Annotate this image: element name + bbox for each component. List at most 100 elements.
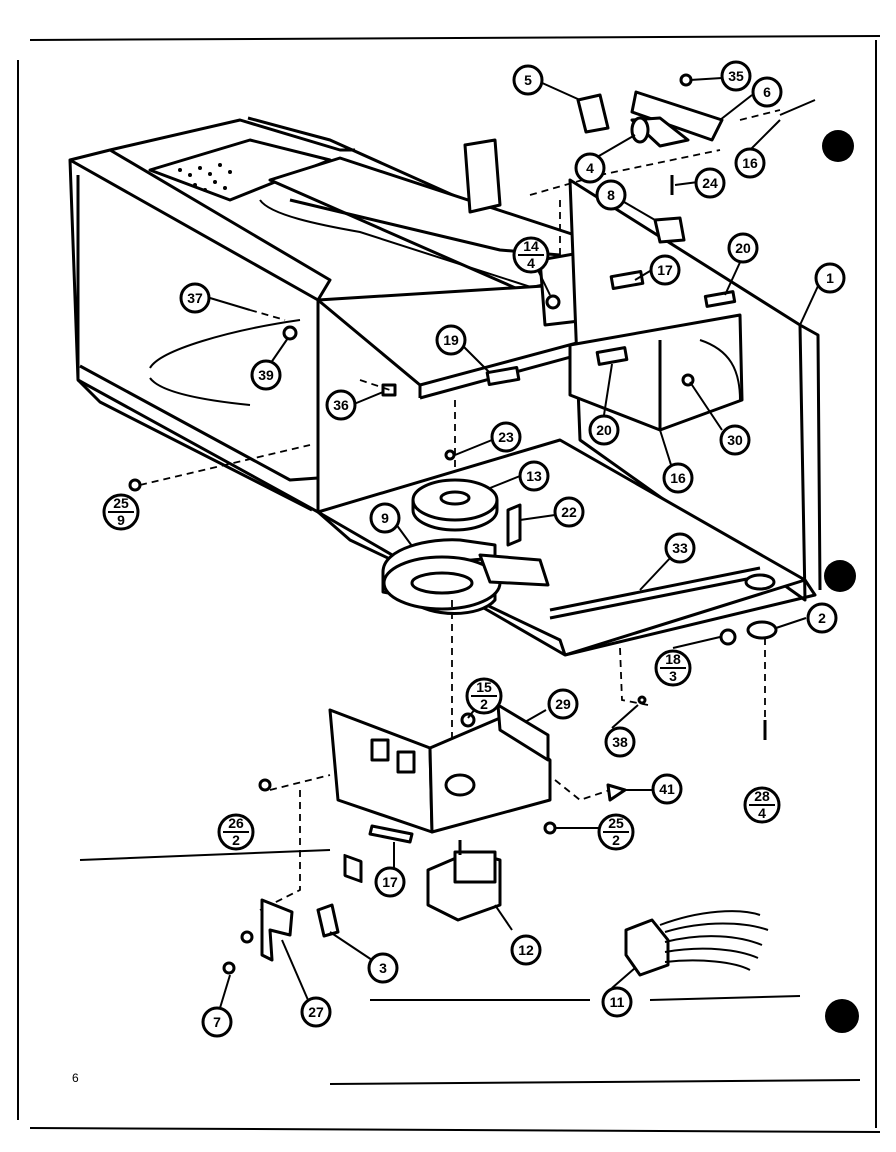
callout-part-26-2: 262	[217, 813, 255, 851]
callout-circle	[601, 986, 633, 1018]
callout-part-number: 35	[728, 68, 744, 84]
callout-quantity: 2	[480, 696, 488, 712]
callout-part-number: 18	[665, 651, 681, 667]
callout-circle	[201, 1006, 233, 1038]
callout-quantity: 2	[612, 832, 620, 848]
callout-circle	[719, 424, 751, 456]
scan-border	[17, 35, 881, 1133]
callout-part-9: 9	[369, 502, 401, 534]
callout-circle	[325, 389, 357, 421]
callout-circle	[435, 324, 467, 356]
callout-part-20: 20	[588, 414, 620, 446]
callout-part-number: 11	[610, 994, 625, 1010]
callout-part-number: 22	[561, 504, 577, 520]
callout-part-16: 16	[662, 462, 694, 494]
callout-leaders	[209, 77, 819, 1009]
callout-circle	[574, 152, 606, 184]
callout-part-number: 23	[498, 429, 514, 445]
callout-part-29: 29	[547, 688, 579, 720]
callout-circle	[720, 60, 752, 92]
callout-part-number: 14	[523, 238, 539, 254]
callout-part-30: 30	[719, 424, 751, 456]
callout-part-number: 13	[526, 468, 542, 484]
callout-part-2: 2	[806, 602, 838, 634]
callout-circle	[588, 414, 620, 446]
callout-circle	[806, 602, 838, 634]
callout-part-number: 7	[213, 1014, 221, 1030]
callout-circle	[694, 167, 726, 199]
callout-part-18-3: 183	[654, 649, 692, 687]
callout-circle	[179, 282, 211, 314]
callout-part-number: 41	[659, 781, 675, 797]
binder-holes	[822, 130, 859, 1033]
callout-part-16: 16	[734, 147, 766, 179]
callout-part-number: 5	[524, 72, 532, 88]
callout-part-13: 13	[518, 460, 550, 492]
callout-part-number: 39	[258, 367, 274, 383]
callout-part-number: 19	[443, 332, 459, 348]
callout-part-24: 24	[694, 167, 726, 199]
callout-part-number: 20	[735, 240, 751, 256]
separator-lines	[79, 849, 861, 1085]
callout-part-number: 2	[818, 610, 826, 626]
callout-layer: 1234567891112131441521616171718319202022…	[102, 60, 846, 1038]
callout-part-28-4: 284	[743, 786, 781, 824]
callout-part-number: 36	[333, 397, 349, 413]
callout-part-number: 4	[586, 160, 594, 176]
callout-part-number: 8	[607, 187, 615, 203]
callout-circle	[518, 460, 550, 492]
callout-part-19: 19	[435, 324, 467, 356]
callout-part-39: 39	[250, 359, 282, 391]
callout-part-5: 5	[512, 64, 544, 96]
callout-part-22: 22	[553, 496, 585, 528]
callout-part-27: 27	[300, 996, 332, 1028]
callout-part-3: 3	[367, 952, 399, 984]
callout-circle	[374, 866, 406, 898]
callout-part-15-2: 152	[465, 677, 503, 715]
callout-circle	[604, 726, 636, 758]
callout-part-20: 20	[727, 232, 759, 264]
callout-circle	[595, 179, 627, 211]
callout-circle	[651, 773, 683, 805]
callout-circle	[300, 996, 332, 1028]
callout-part-number: 26	[228, 815, 244, 831]
callout-circle	[250, 359, 282, 391]
callout-part-7: 7	[201, 1006, 233, 1038]
callout-part-number: 3	[379, 960, 387, 976]
callout-part-number: 17	[657, 262, 673, 278]
callout-part-12: 12	[510, 934, 542, 966]
callout-circle	[369, 502, 401, 534]
callout-part-number: 28	[754, 788, 770, 804]
callout-part-number: 16	[742, 155, 758, 171]
callout-part-14-4: 144	[512, 236, 550, 274]
callout-part-number: 6	[763, 84, 771, 100]
callout-circle	[734, 147, 766, 179]
callout-circle	[553, 496, 585, 528]
callout-part-number: 25	[608, 815, 624, 831]
callout-part-number: 24	[702, 175, 718, 191]
callout-quantity: 4	[758, 805, 766, 821]
callout-part-number: 1	[826, 270, 834, 286]
callout-quantity: 4	[527, 255, 535, 271]
timer-motor	[426, 840, 502, 922]
callout-part-4: 4	[574, 152, 606, 184]
bracket-22	[506, 503, 522, 547]
callout-part-33: 33	[664, 532, 696, 564]
callout-part-number: 20	[596, 422, 612, 438]
callout-part-8: 8	[595, 179, 627, 211]
callout-part-17: 17	[649, 254, 681, 286]
callout-circle	[510, 934, 542, 966]
callout-part-17: 17	[374, 866, 406, 898]
callout-circle	[664, 532, 696, 564]
callout-circle	[547, 688, 579, 720]
loose-hardware	[128, 449, 778, 835]
callout-part-number: 9	[381, 510, 389, 526]
callout-part-number: 33	[672, 540, 688, 556]
callout-part-1: 1	[814, 262, 846, 294]
callout-part-number: 15	[476, 679, 492, 695]
callout-circle	[727, 232, 759, 264]
callout-circle	[662, 462, 694, 494]
callout-part-36: 36	[325, 389, 357, 421]
wire-harness-connector	[624, 910, 769, 977]
